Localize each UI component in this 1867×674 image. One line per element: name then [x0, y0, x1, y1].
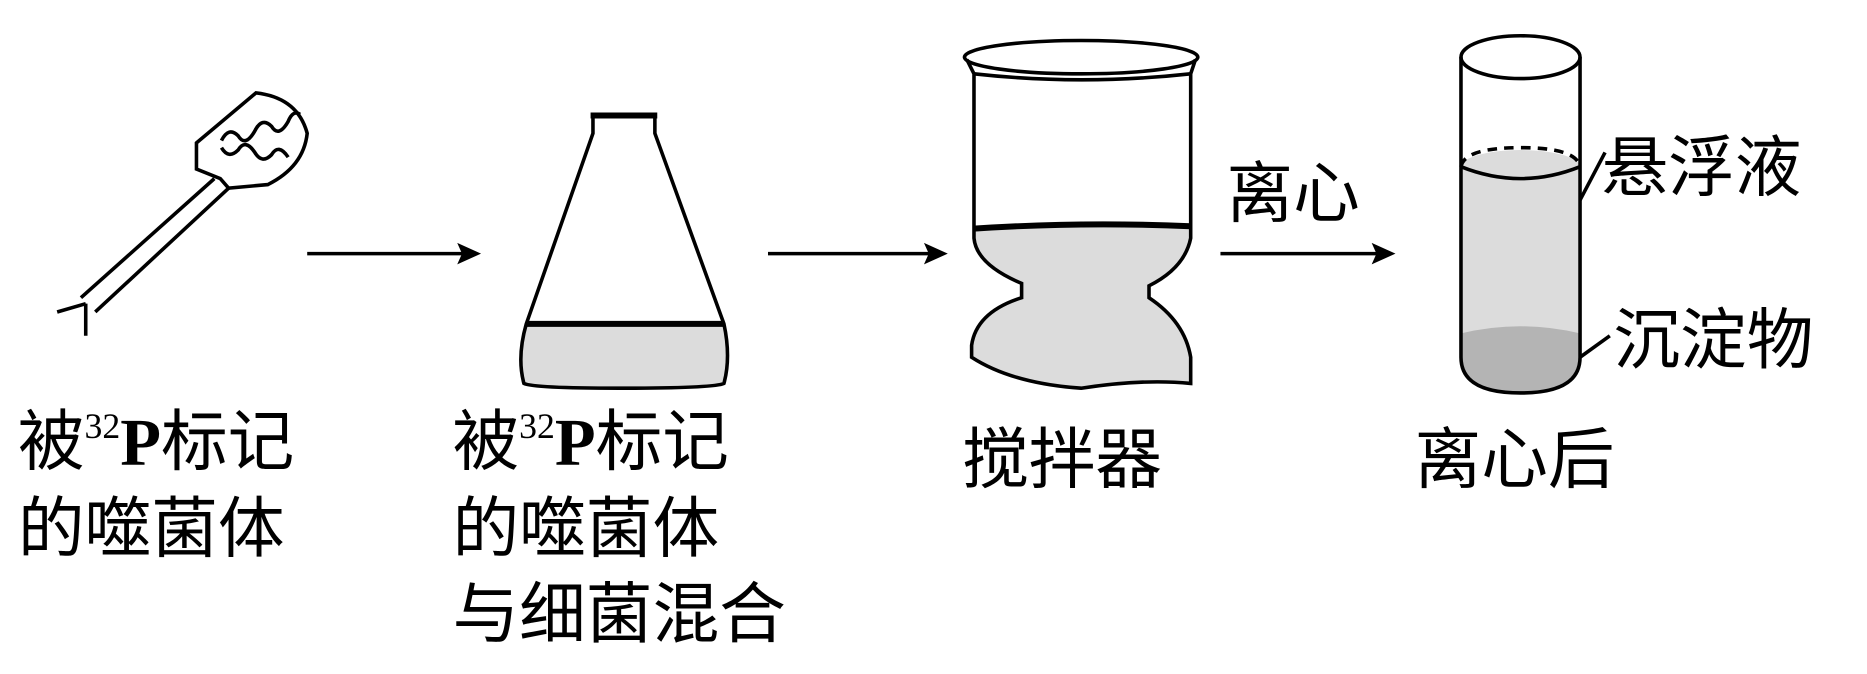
step4-label: 离心后 — [1415, 420, 1615, 498]
step1-label-line1: 被32P标记 — [18, 402, 294, 480]
step3-label: 搅拌器 — [962, 420, 1162, 498]
conical-flask-icon — [519, 112, 730, 390]
step1-label-line2: 的噬菌体 — [18, 489, 285, 567]
step2-label-line1: 被32P标记 — [452, 402, 728, 480]
phage-icon — [56, 91, 310, 336]
step2-label-line2: 的噬菌体 — [452, 489, 719, 567]
arrow-2 — [767, 242, 948, 265]
blender-icon — [962, 38, 1200, 391]
precipitate-label: 沉淀物 — [1613, 301, 1813, 379]
test-tube-icon — [1459, 33, 1611, 395]
centrifuge-label: 离心 — [1226, 155, 1359, 233]
supernatant-label: 悬浮液 — [1601, 129, 1801, 207]
arrow-1 — [307, 242, 482, 265]
centrifuge-arrow: 离心 — [1220, 155, 1396, 265]
step2-label-line3: 与细菌混合 — [452, 575, 785, 653]
